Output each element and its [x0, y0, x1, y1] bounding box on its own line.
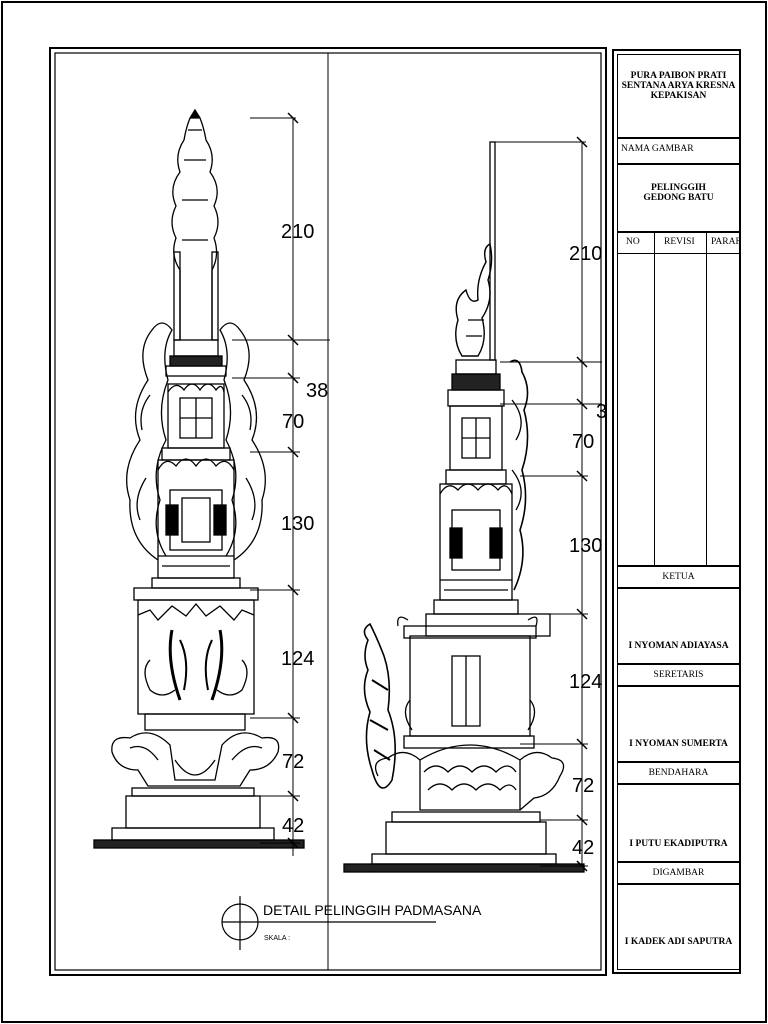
front-dim-label: 70 [282, 411, 304, 433]
drawing-name-line: PELINGGIH [651, 183, 706, 193]
role-label: KETUA [662, 572, 695, 582]
revision-header-no: NO [626, 237, 640, 247]
role-label-box: DIGAMBAR [617, 862, 740, 884]
side-dim-label: 3 [596, 401, 607, 423]
side-dimension-labels: 210 3 70 130 124 72 42 [569, 243, 607, 859]
role-label: DIGAMBAR [652, 868, 705, 878]
role-label-box: KETUA [617, 566, 740, 588]
project-name-line: PURA PAIBON PRATI [630, 71, 727, 81]
side-dim-label: 70 [572, 431, 594, 453]
drawing-title: DETAIL PELINGGIH PADMASANA [263, 902, 482, 918]
side-dimension-chain [495, 136, 602, 872]
front-dimension-labels: 210 38 70 130 124 72 42 [281, 221, 328, 837]
project-name-line: KEPAKISAN [650, 91, 707, 101]
role-label: SERETARIS [653, 670, 704, 680]
drawing-name-label: NAMA GAMBAR [621, 144, 694, 154]
project-name-line: SENTANA ARYA KRESNA [621, 81, 736, 91]
role-label-box: SERETARIS [617, 664, 740, 686]
drawing-name-line: GEDONG BATU [643, 193, 714, 203]
role-label: BENDAHARA [648, 768, 709, 778]
side-dim-label: 130 [569, 535, 602, 557]
front-dimension-chain [232, 112, 330, 856]
drawing-title-marker [221, 896, 436, 950]
side-dim-label: 124 [569, 671, 602, 693]
title-block: PURA PAIBON PRATI SENTANA ARYA KRESNA KE… [612, 49, 741, 974]
scale-label: SKALA : [264, 935, 290, 942]
revision-header-paraf: PARAF [711, 237, 741, 247]
side-dim-label: 42 [572, 837, 594, 859]
front-dim-label: 124 [281, 648, 314, 670]
front-dim-label: 210 [281, 221, 314, 243]
role-name-box: I PUTU EKADIPUTRA [617, 784, 740, 862]
front-dim-label: 38 [306, 380, 328, 402]
drawing-name-box: PELINGGIH GEDONG BATU [617, 164, 740, 232]
role-name-box: I NYOMAN ADIAYASA [617, 588, 740, 664]
role-label-box: BENDAHARA [617, 762, 740, 784]
role-name: I KADEK ADI SAPUTRA [624, 937, 733, 947]
role-name-box: I KADEK ADI SAPUTRA [617, 884, 740, 970]
front-dim-label: 42 [282, 815, 304, 837]
side-dim-label: 72 [572, 775, 594, 797]
project-name-box: PURA PAIBON PRATI SENTANA ARYA KRESNA KE… [617, 54, 740, 138]
drawing-area-frame [49, 47, 607, 976]
front-elevation [93, 108, 305, 849]
role-name: I PUTU EKADIPUTRA [629, 839, 728, 849]
role-name-box: I NYOMAN SUMERTA [617, 686, 740, 762]
drawing-name-label-box: NAMA GAMBAR [617, 138, 740, 164]
revision-table: NO REVISI PARAF [617, 232, 741, 566]
role-name: I NYOMAN ADIAYASA [628, 641, 729, 651]
side-dim-label: 210 [569, 243, 602, 265]
role-name: I NYOMAN SUMERTA [629, 739, 728, 749]
side-elevation [343, 141, 585, 873]
front-dim-label: 130 [281, 513, 314, 535]
revision-header-revisi: REVISI [664, 237, 695, 247]
front-dim-label: 72 [282, 751, 304, 773]
